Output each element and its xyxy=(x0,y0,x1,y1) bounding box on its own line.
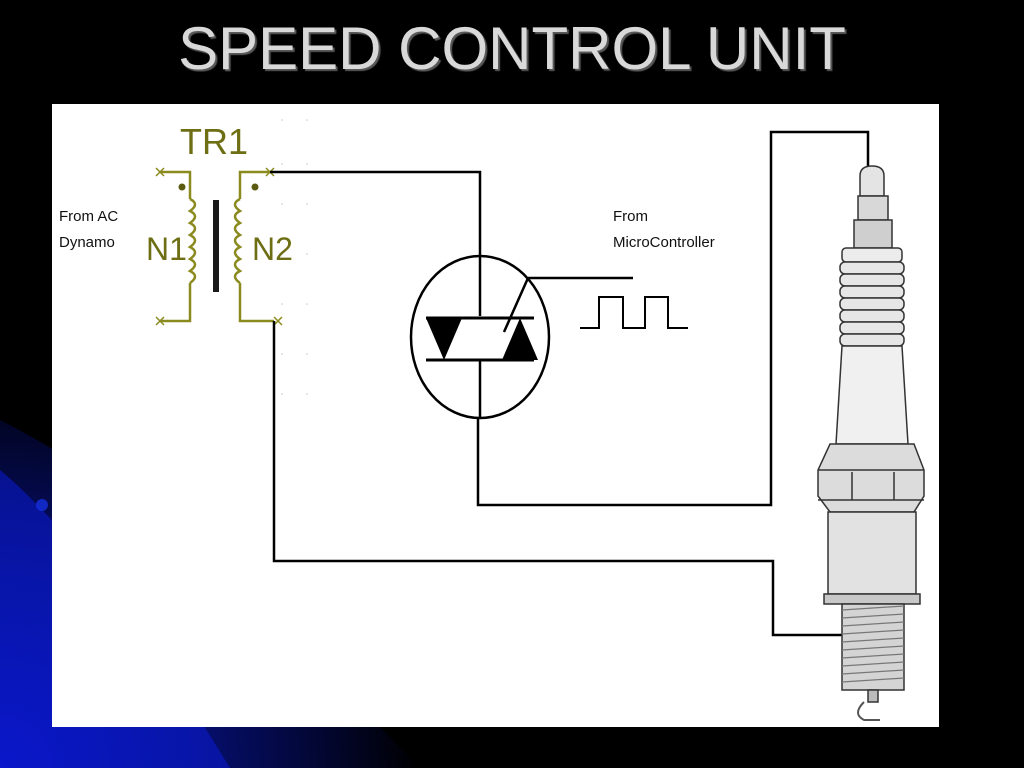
wire-secondary-top-to-triac xyxy=(270,170,482,262)
wire-secondary-bottom-to-plug-body xyxy=(272,321,842,637)
primary-winding-label: N1 xyxy=(146,231,187,267)
primary-polarity-dot xyxy=(178,183,186,191)
secondary-winding-label: N2 xyxy=(252,231,293,267)
triac-symbol xyxy=(409,254,551,420)
control-label-line1: From xyxy=(613,208,648,225)
slide-title: SPEED CONTROL UNIT xyxy=(178,15,846,82)
grid-dots xyxy=(281,119,308,395)
pwm-pulse-signal xyxy=(580,296,688,329)
wires xyxy=(270,130,870,637)
control-label-line2: MicroController xyxy=(613,234,715,251)
transformer-name-label: TR1 xyxy=(180,121,248,162)
circuit-diagram-panel: TR1 N1 N2 From AC Dynamo From MicroContr… xyxy=(52,104,939,727)
source-label-line1: From AC xyxy=(59,208,118,225)
circuit-diagram: TR1 N1 N2 From AC Dynamo From MicroContr… xyxy=(59,119,925,721)
source-label-line2: Dynamo xyxy=(59,234,115,251)
spark-plug xyxy=(817,165,925,721)
secondary-polarity-dot xyxy=(251,183,259,191)
wire-triac-to-plug-terminal xyxy=(476,130,870,507)
transformer-tr1 xyxy=(155,167,283,326)
